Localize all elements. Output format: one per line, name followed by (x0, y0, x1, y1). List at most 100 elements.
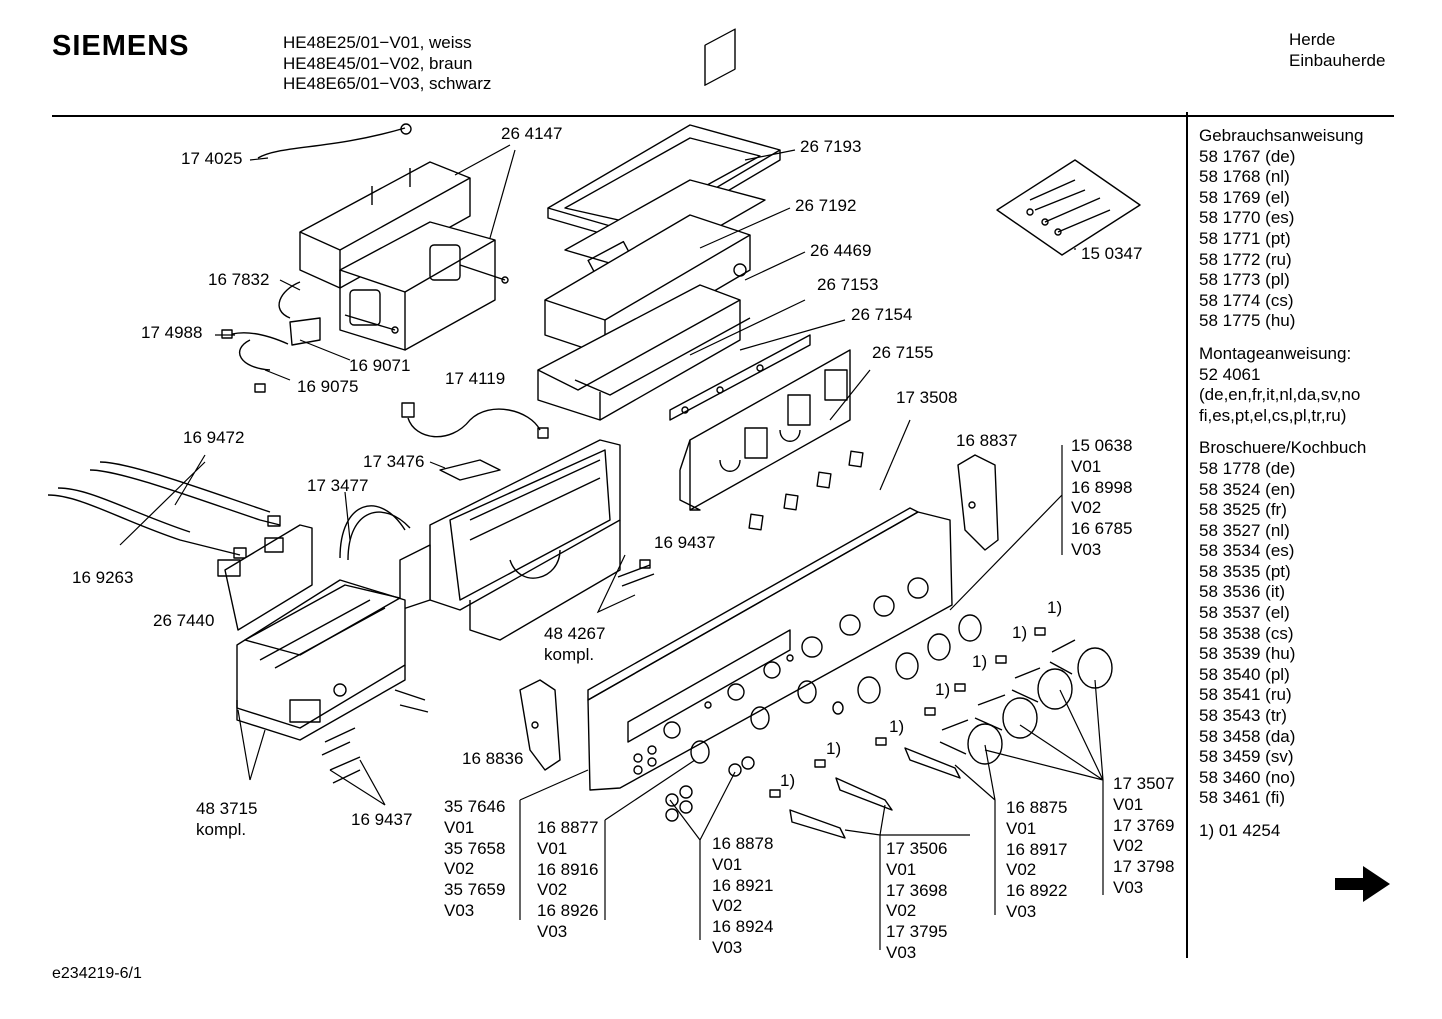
cable-harness (401, 402, 549, 481)
variant-line: V02 (886, 901, 917, 921)
part-label: 17 4988 (141, 323, 203, 342)
doc-item: 58 1778 (de) (1199, 458, 1296, 478)
variant-line: V03 (537, 921, 568, 941)
doc-item: 58 3538 (cs) (1199, 623, 1294, 643)
variant-line: V02 (537, 880, 568, 900)
variant-line: V03 (1071, 539, 1102, 559)
doc-item: 58 3537 (el) (1199, 603, 1290, 623)
doc-item: 58 3535 (pt) (1199, 561, 1291, 581)
ribbon-cable (339, 505, 406, 559)
footnote-mark: 1) (1047, 598, 1063, 617)
part-variant-group: 16 8875 V01 16 8917 V02 16 8922 V03 (1006, 798, 1067, 923)
doc-item: 58 3525 (fr) (1199, 500, 1287, 520)
part-label: 16 9472 (183, 428, 245, 447)
variant-line: 35 7658 (444, 838, 506, 858)
doc-item: 58 1772 (ru) (1199, 249, 1292, 269)
variant-line: 17 3798 (1113, 857, 1175, 877)
part-variant-group: 16 8878 V01 16 8921 V02 16 8924 V03 (712, 834, 773, 959)
part-label: 15 0347 (1081, 244, 1143, 263)
part-label: 48 3715 kompl. (196, 799, 257, 841)
doc-item: 58 3524 (en) (1199, 479, 1296, 499)
housing-frame-stack (537, 124, 781, 421)
category-line: Einbauherde (1289, 50, 1386, 70)
documentation-list: Gebrauchsanweisung 58 1767 (de) 58 1768 … (1199, 126, 1366, 842)
part-variant-group: 16 8877 V01 16 8916 V02 16 8926 V03 (537, 818, 598, 943)
main-electronic-module (236, 579, 429, 784)
knob-rings (665, 614, 982, 822)
left-bracket (519, 679, 561, 771)
variant-line: V01 (712, 854, 743, 874)
wire-set (47, 461, 313, 631)
footnote-mark: 1) (972, 652, 988, 671)
variant-line: 16 8922 (1006, 881, 1068, 901)
variant-line: V02 (444, 859, 475, 879)
variant-line: V02 (712, 896, 743, 916)
footnote: 1) 01 4254 (1199, 821, 1281, 840)
header-divider (52, 115, 1394, 117)
category-line: Herde (1289, 30, 1336, 49)
doc-item: 58 3540 (pl) (1199, 664, 1290, 684)
model-line: HE48E25/01−V01, weiss (283, 33, 472, 52)
variant-line: 35 7659 (444, 880, 506, 900)
part-label: 16 9263 (72, 568, 134, 587)
doc-item: 58 1771 (pt) (1199, 228, 1291, 248)
part-label: 26 7154 (851, 305, 913, 324)
part-label: 16 9437 (654, 533, 716, 552)
part-label: 16 8837 (956, 431, 1018, 450)
knobs (939, 639, 1113, 765)
footnote-mark: 1) (1012, 623, 1028, 642)
doc-item: 58 3527 (nl) (1199, 520, 1290, 540)
variant-line: 17 3769 (1113, 815, 1175, 835)
doc-item: fi,es,pt,el,cs,pl,tr,ru) (1199, 405, 1347, 425)
variant-line: 16 8921 (712, 875, 774, 895)
variant-line: 17 3795 (886, 922, 948, 942)
part-label: 48 4267 kompl. (544, 624, 605, 666)
doc-item: 52 4061 (1199, 364, 1261, 384)
variant-line: 16 6785 (1071, 519, 1133, 539)
part-note: kompl. (544, 644, 595, 664)
doc-item: 58 3543 (tr) (1199, 706, 1287, 726)
part-label: 16 7832 (208, 270, 270, 289)
screw-bag (996, 159, 1141, 256)
doc-item: 58 3460 (no) (1199, 767, 1296, 787)
part-label: 17 3508 (896, 388, 958, 407)
part-label: 26 7153 (817, 275, 879, 294)
variant-line: V03 (1006, 901, 1037, 921)
part-label: 26 4469 (810, 241, 872, 260)
variant-line: 17 3507 (1113, 774, 1175, 793)
variant-line: 17 3698 (886, 880, 948, 900)
part-label: 26 7192 (795, 196, 857, 215)
variant-line: 16 8917 (1006, 839, 1068, 859)
footnote-mark: 1) (826, 739, 842, 758)
variant-line: V01 (886, 859, 917, 879)
connector-pins-right (617, 559, 655, 587)
part-label: 16 9075 (297, 377, 359, 396)
variant-line: V02 (1006, 860, 1037, 880)
model-list: HE48E25/01−V01, weiss HE48E45/01−V02, br… (283, 33, 491, 95)
right-bracket (957, 454, 999, 551)
part-label: 26 7155 (872, 343, 934, 362)
next-page-arrow-icon[interactable] (1333, 863, 1393, 905)
sidebar-divider (1186, 112, 1188, 958)
doc-item: (de,en,fr,it,nl,da,sv,no (1199, 385, 1361, 405)
part-label: 26 4147 (501, 124, 563, 143)
variant-line: V03 (712, 937, 743, 957)
switch-spindles (769, 627, 1046, 839)
part-variant-group: 15 0638 V01 16 8998 V02 16 6785 V03 (1071, 436, 1132, 561)
part-label: 17 3476 (363, 452, 425, 471)
control-board-cover (221, 123, 509, 393)
variant-line: 16 8875 (1006, 798, 1068, 817)
category: Herde Einbauherde (1289, 30, 1385, 71)
variant-line: V02 (1113, 836, 1144, 856)
switch-bracket (669, 28, 864, 531)
variant-line: 16 8878 (712, 834, 774, 853)
part-label: 17 3477 (307, 476, 369, 495)
variant-line: V01 (1071, 456, 1102, 476)
part-variant-group: 35 7646 V01 35 7658 V02 35 7659 V03 (444, 797, 505, 922)
doc-item: 58 1770 (es) (1199, 208, 1295, 228)
doc-item: 58 1775 (hu) (1199, 311, 1296, 331)
model-line: HE48E45/01−V02, braun (283, 53, 473, 73)
variant-line: V03 (1113, 877, 1144, 897)
part-number: 48 4267 (544, 624, 606, 643)
